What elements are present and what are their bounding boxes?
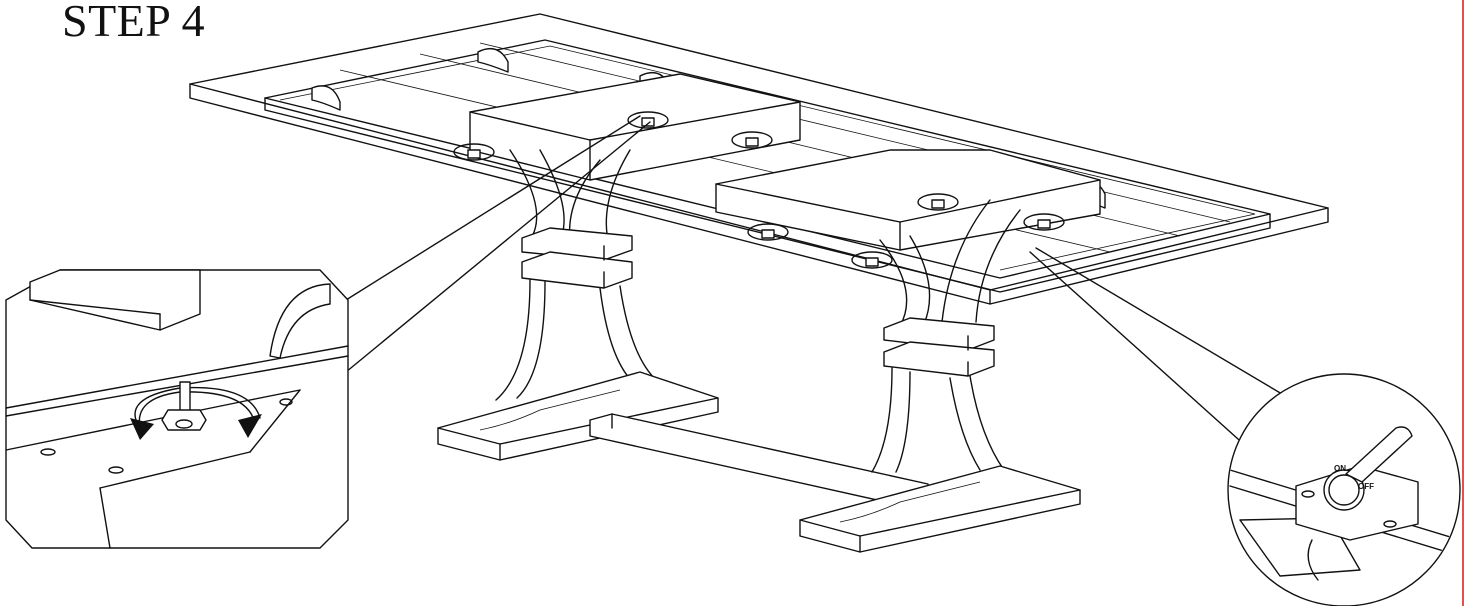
switch-detail-callout: ON OFF [1227, 373, 1461, 606]
table-top [189, 13, 1329, 305]
nut-markers [453, 111, 1065, 269]
tighten-nut-arrow-icon [627, 111, 669, 129]
tighten-nut-arrow-icon [851, 251, 893, 269]
tighten-nut-arrow-icon [1023, 213, 1065, 231]
tighten-nut-arrow-icon [917, 193, 959, 211]
margin-rule [1462, 0, 1464, 606]
right-pedestal [715, 149, 1101, 553]
switch-on-label: ON [1334, 464, 1346, 473]
callout-lines [345, 115, 1283, 449]
tighten-nut-arrow-icon [130, 381, 262, 440]
tighten-nut-arrow-icon [747, 223, 789, 241]
tighten-nut-arrow-icon [731, 131, 773, 149]
tighten-nut-arrow-icon [453, 143, 495, 161]
nut-detail-callout [5, 269, 349, 549]
left-pedestal [437, 73, 801, 461]
step-title: STEP 4 [62, 0, 206, 46]
switch-off-label: OFF [1358, 482, 1374, 491]
